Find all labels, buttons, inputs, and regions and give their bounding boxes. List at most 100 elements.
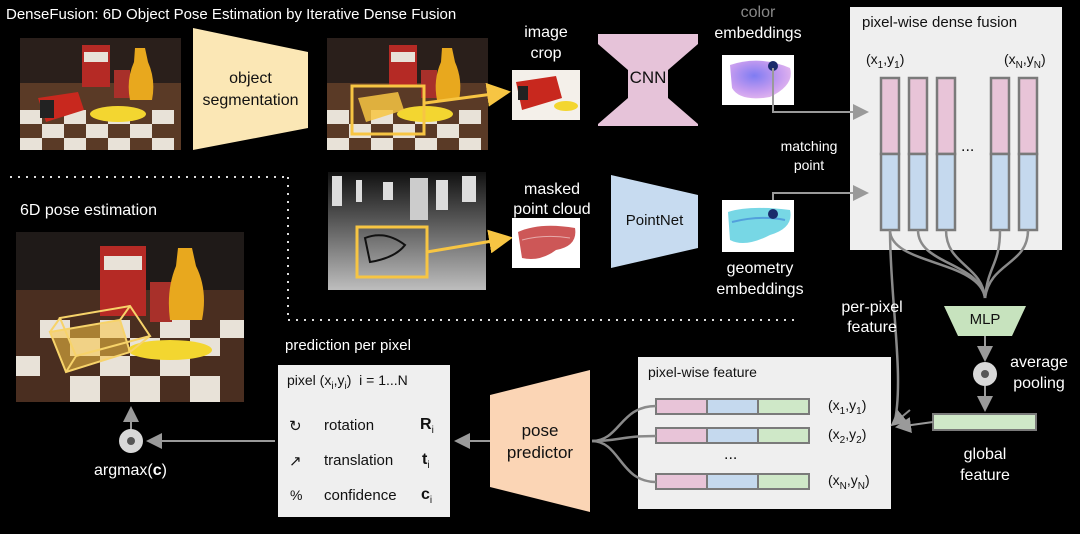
pose-predictor-label: pose predictor — [490, 420, 590, 464]
segmentation-label-line-2: segmentation — [202, 92, 299, 109]
image-crop-label-line-2: crop — [530, 45, 562, 62]
global-feature-label: global feature — [944, 444, 1026, 486]
feature-coord-2-x: x — [832, 426, 840, 442]
per-pixel-feature-label-line-1: per-pixel — [841, 299, 903, 316]
feature-coord-n-x-sub: N — [839, 480, 847, 492]
confidence-symbol-main: c — [421, 486, 430, 503]
pose-predictor-block — [490, 370, 590, 512]
pointnet-block — [611, 175, 698, 268]
rotation-label: rotation — [324, 417, 375, 434]
feature-bars — [655, 398, 810, 490]
translation-symbol-sub: i — [427, 460, 430, 472]
scene-photo-1 — [20, 38, 181, 150]
translation-symbol-main: t — [422, 451, 428, 468]
average-pooling-node — [973, 362, 997, 386]
geometry-embeddings-label: geometry embeddings — [714, 258, 806, 300]
feature-coord-n: (xN,yN) — [828, 472, 870, 492]
fusion-last-x: x — [1008, 51, 1016, 67]
feature-coord-n-y: y — [850, 472, 858, 488]
feature-coord-1-x: x — [832, 397, 840, 413]
depth-image — [328, 172, 486, 290]
feature-coord-1-y-sub: 1 — [856, 405, 862, 417]
feature-coord-1-x-sub: 1 — [839, 405, 846, 417]
matching-point-label: matching point — [770, 137, 848, 175]
color-embeddings-label: color embeddings — [712, 2, 804, 44]
argmax-label-close: ) — [161, 462, 167, 479]
fusion-first-y: y — [887, 51, 895, 67]
fusion-first-x: x — [870, 51, 878, 67]
feature-coord-1-y: y — [849, 397, 857, 413]
dense-fusion-title: pixel-wise dense fusion — [862, 14, 1018, 31]
pixel-box-header-x-sub: i — [331, 380, 334, 392]
geometry-embeddings-label-line-1: geometry — [726, 260, 794, 277]
average-pooling-label-line-1: average — [1010, 354, 1068, 371]
translation-icon: ↗ — [289, 453, 302, 470]
confidence-icon: % — [290, 487, 303, 503]
segmentation-label-line-1: object — [229, 70, 272, 87]
feature-coord-2-y: y — [849, 426, 857, 442]
cnn-block — [598, 34, 698, 126]
pixel-box-header-post: ) i = 1...N — [346, 372, 408, 388]
matching-point-label-line-1: matching — [780, 138, 838, 154]
feature-coord-2-x-sub: 2 — [839, 434, 846, 446]
argmax-label-c: c — [152, 462, 162, 479]
segmentation-label: object segmentation — [193, 68, 308, 112]
pixel-prediction-box — [278, 365, 450, 517]
masked-point-cloud — [512, 218, 580, 268]
color-match-arrow — [772, 68, 869, 120]
color-embeddings-label-line-1: color — [740, 4, 776, 21]
confidence-label: confidence — [324, 487, 397, 504]
per-pixel-feature-label-line-2: feature — [847, 319, 897, 336]
color-embeddings-label-line-2: embeddings — [714, 25, 802, 42]
feature-coord-1: (x1,y1) — [828, 397, 867, 417]
pose-result-photo — [16, 232, 244, 402]
rotation-icon: ↻ — [289, 418, 302, 435]
image-crop-label-line-1: image — [524, 24, 568, 41]
feature-coord-n-y-sub: N — [857, 480, 866, 492]
geometry-embeddings-image — [722, 200, 794, 252]
image-crop-label: image crop — [500, 22, 592, 64]
fusion-last-coord: (xN,yN) — [1004, 51, 1046, 71]
argmax-label-prefix: argmax( — [94, 462, 153, 479]
per-pixel-feature-label: per-pixel feature — [832, 298, 912, 338]
translation-label: translation — [324, 452, 394, 469]
segmentation-block — [193, 28, 308, 150]
confidence-symbol: ci — [421, 486, 432, 506]
feature-coord-n-x: x — [832, 472, 840, 488]
mlp-block — [944, 306, 1026, 336]
argmax-node — [119, 429, 143, 453]
cnn-label: CNN — [629, 68, 667, 87]
global-feature-label-line-1: global — [963, 446, 1007, 463]
masked-point-cloud-label-line-1: masked — [523, 181, 581, 198]
pose-predictor-label-line-1: pose — [521, 421, 559, 440]
matching-point-label-line-2: point — [793, 157, 825, 173]
fusion-ellipsis: ... — [961, 138, 975, 155]
feature-ellipsis: ... — [724, 446, 738, 463]
global-feature-label-line-2: feature — [960, 467, 1010, 484]
fusion-columns — [879, 76, 1039, 232]
rotation-symbol-main: R — [420, 416, 432, 433]
fusion-mlp-links — [888, 229, 1030, 426]
argmax-label: argmax(c) — [94, 462, 167, 480]
masked-point-cloud-label-line-2: point cloud — [513, 201, 591, 218]
feature-predictor-links — [591, 404, 657, 484]
bounding-box — [350, 84, 426, 136]
confidence-symbol-sub: i — [429, 495, 433, 507]
average-pooling-label: average pooling — [1002, 352, 1076, 394]
fusion-last-y: y — [1026, 51, 1034, 67]
pixel-box-header-y-sub: i — [344, 380, 347, 392]
crop-arrow — [424, 82, 511, 107]
pose-estimation-label: 6D pose estimation — [20, 202, 157, 219]
fusion-last-y-sub: N — [1033, 59, 1042, 71]
pointnet-label: PointNet — [625, 212, 684, 229]
feature-coord-2: (x2,y2) — [828, 426, 867, 446]
translation-symbol: ti — [422, 451, 430, 471]
rotation-symbol-sub: i — [431, 425, 434, 437]
pixelwise-feature-title: pixel-wise feature — [648, 364, 757, 380]
pixel-box-header: pixel (xi,yi) i = 1...N — [287, 372, 408, 392]
fusion-first-coord: (x1,y1) — [866, 51, 905, 71]
global-feature-bar — [932, 413, 1037, 431]
image-crop — [512, 70, 580, 120]
